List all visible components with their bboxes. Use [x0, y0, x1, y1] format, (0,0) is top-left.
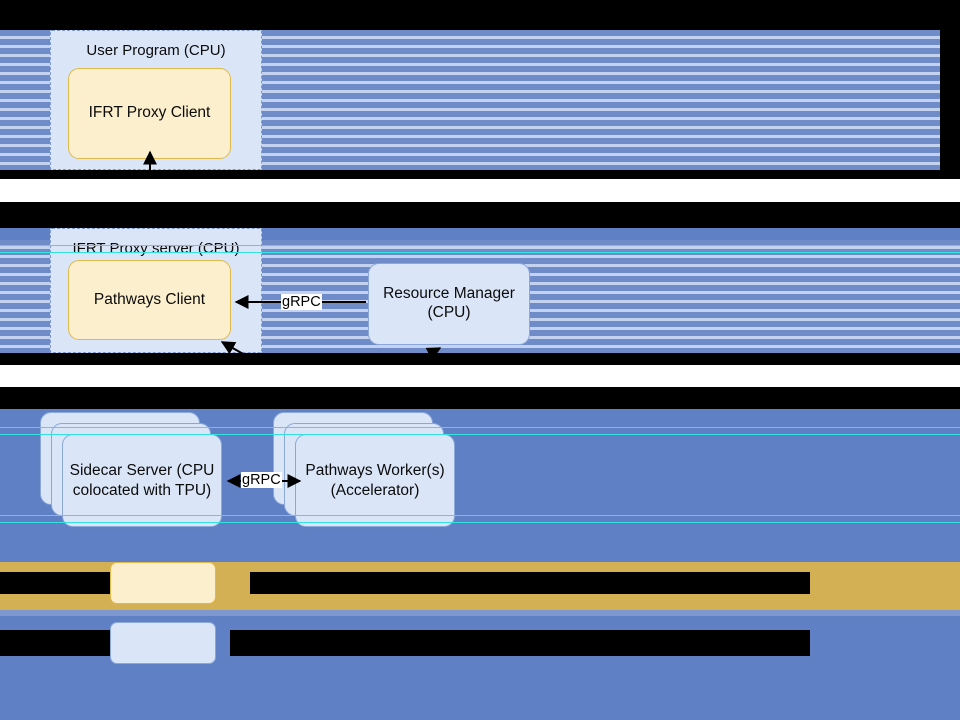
node-pathways-workers[interactable]: Pathways Worker(s) (Accelerator) — [295, 434, 455, 527]
node-resource-manager-label-line2: (CPU) — [427, 304, 471, 321]
node-pathways-client[interactable]: Pathways Client — [68, 260, 231, 340]
node-ifrt-proxy-client-label: IFRT Proxy Client — [88, 104, 211, 122]
legend-swatch-blue — [110, 622, 216, 664]
node-pathways-workers-label-line2: (Accelerator) — [330, 481, 420, 499]
node-resource-manager-label-line1: Resource Manager — [383, 285, 515, 303]
edge-label-sidecar-to-pathways-client: gRPC — [250, 369, 291, 385]
edge-label-server-to-client: gRPC — [128, 182, 169, 198]
node-pathways-workers-label-line1: Pathways Worker(s) — [305, 462, 445, 480]
node-sidecar-server[interactable]: Sidecar Server (CPU colocated with TPU) — [62, 434, 222, 527]
edge-label-rm-to-pathways-client: gRPC — [281, 294, 322, 310]
node-pathways-client-label: Pathways Client — [93, 290, 206, 308]
legend-swatch-yellow — [110, 562, 216, 604]
node-sidecar-server-label-line2: colocated with TPU) — [72, 481, 212, 499]
node-ifrt-proxy-client[interactable]: IFRT Proxy Client — [68, 68, 231, 159]
node-sidecar-server-label-line1: Sidecar Server (CPU — [69, 462, 215, 480]
group-user-program-label: User Program (CPU) — [86, 42, 226, 59]
edge-label-sidecar-workers: gRPC — [241, 472, 282, 488]
edge-label-workers-to-rm: gRPC — [377, 374, 418, 390]
node-resource-manager[interactable]: Resource Manager (CPU) — [368, 263, 530, 345]
